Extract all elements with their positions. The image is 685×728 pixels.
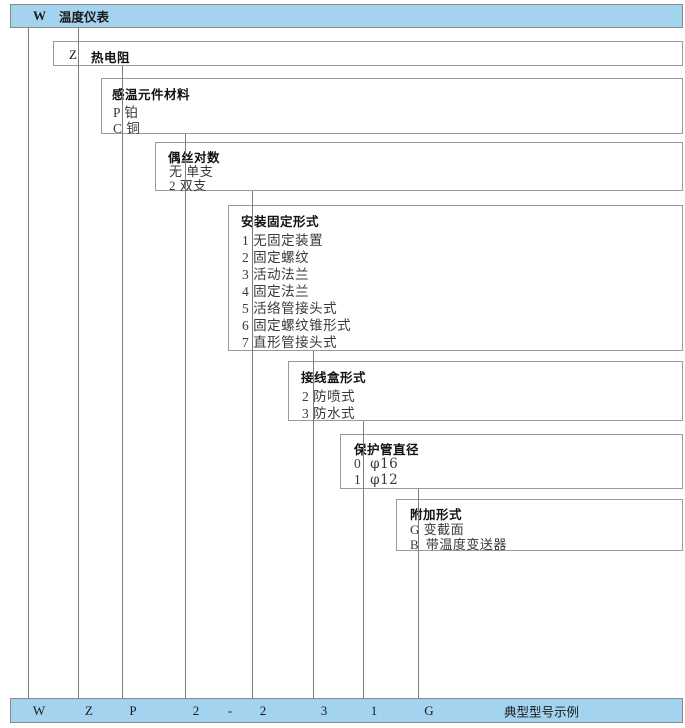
option-code: 3: [242, 267, 254, 282]
connector-line-wire-pair: [185, 134, 186, 698]
option-label: 铂: [124, 105, 139, 121]
option-label: 无固定装置: [253, 233, 324, 249]
model-slot-p: P: [129, 702, 137, 718]
option-label: φ12: [370, 472, 399, 488]
model-example-bar: W Z P 2 - 2 3 1 G 典型型号示例: [10, 698, 683, 723]
option-code: G: [410, 522, 424, 537]
connector-line-w: [28, 28, 29, 698]
option-label: 铜: [126, 121, 141, 137]
option-row: 1 φ12: [354, 472, 398, 488]
option-code: 1: [242, 233, 254, 248]
option-box-additional-type: 附加形式 G 变截面 B 带温度变送器: [396, 499, 683, 553]
option-label: 变截面: [423, 523, 465, 538]
level-title-wire-pair-count: 偶丝对数: [168, 150, 221, 165]
option-code: 6: [242, 318, 254, 333]
option-code: C: [113, 121, 127, 136]
model-slot-1: 1: [370, 702, 378, 718]
option-row: 0 φ16: [354, 456, 398, 472]
model-slot-3: 3: [320, 702, 328, 718]
option-code: P: [113, 105, 125, 120]
option-row: 2 双支: [169, 175, 207, 194]
option-label: 单支: [186, 165, 214, 180]
option-row: P 铂: [113, 101, 138, 121]
level-title-mounting-fixing-type: 安装固定形式: [241, 214, 320, 229]
option-code: 2: [169, 178, 180, 193]
option-code: 7: [242, 335, 254, 350]
option-code: 0: [354, 456, 366, 471]
connector-line-additional: [418, 489, 419, 698]
option-row: 无 单支: [169, 161, 213, 180]
level-code-thermal-resistance: Z: [69, 47, 78, 62]
option-row: 2 防喷式: [302, 385, 355, 405]
level-title-additional-type: 附加形式: [410, 507, 463, 522]
model-slot-g: G: [424, 702, 434, 718]
connector-line-tube-diameter: [363, 421, 364, 698]
connector-line-material: [122, 66, 123, 698]
option-box-junction-box-type: 接线盒形式 2 防喷式 3 防水式: [288, 361, 683, 422]
connector-line-junction-box: [313, 351, 314, 698]
option-label: 固定螺纹锥形式: [253, 318, 352, 334]
level-title-protection-tube-diameter: 保护管直径: [354, 442, 420, 457]
option-box-wire-pair-count: 偶丝对数 无 单支 2 双支: [155, 142, 683, 194]
model-slot-w: W: [32, 702, 46, 718]
option-code: B: [410, 537, 423, 552]
header-label: 温度仪表: [59, 9, 110, 25]
option-code: 1: [354, 472, 366, 487]
connector-line-z: [78, 28, 79, 698]
option-code: 无: [169, 164, 187, 179]
option-code: 2: [242, 250, 254, 265]
option-row: G 变截面: [410, 519, 464, 538]
option-row: 1 无固定装置: [242, 229, 323, 249]
option-row: 2 固定螺纹: [242, 246, 309, 266]
option-code: 4: [242, 284, 254, 299]
level-title-sensing-element-material: 感温元件材料: [112, 87, 191, 102]
option-box-mounting-fixing-type: 安装固定形式 1 无固定装置 2 固定螺纹 3 活动法兰 4 固定法兰 5 活络…: [228, 205, 683, 351]
option-row: 7 直形管接头式: [242, 331, 337, 351]
option-code: 3: [302, 406, 314, 421]
option-label: 直形管接头式: [253, 335, 338, 351]
option-label: 防水式: [313, 406, 356, 422]
level-title-junction-box-type: 接线盒形式: [301, 370, 367, 385]
option-row: 3 防水式: [302, 402, 355, 422]
option-row: C 铜: [113, 117, 140, 137]
option-label: φ16: [370, 456, 399, 472]
option-label: 防喷式: [313, 389, 356, 405]
option-label: 活络管接头式: [253, 301, 338, 317]
model-slot-2b: 2: [259, 702, 267, 718]
option-label: 固定螺纹: [253, 250, 310, 266]
model-slot-dash: -: [227, 702, 233, 718]
header-bar: W 温度仪表: [10, 4, 683, 28]
connector-line-mounting: [252, 191, 253, 698]
option-code: 2: [302, 389, 314, 404]
option-row: 6 固定螺纹锥形式: [242, 314, 351, 334]
level-title-thermal-resistance: 热电阻: [91, 50, 131, 65]
option-row: 5 活络管接头式: [242, 297, 337, 317]
model-slot-z: Z: [85, 702, 93, 718]
option-code: 5: [242, 301, 254, 316]
option-box-thermal-resistance: Z 热电阻: [53, 41, 683, 66]
model-slot-2a: 2: [192, 702, 200, 718]
option-box-protection-tube-diameter: 保护管直径 0 φ16 1 φ12: [340, 434, 683, 489]
option-row: 4 固定法兰: [242, 280, 309, 300]
model-example-note: 典型型号示例: [504, 704, 580, 719]
option-row: B 带温度变送器: [410, 534, 507, 553]
option-row: 3 活动法兰: [242, 263, 309, 283]
option-label: 带温度变送器: [425, 538, 507, 553]
option-label: 双支: [179, 179, 207, 194]
option-box-sensing-element-material: 感温元件材料 P 铂 C 铜: [101, 78, 683, 137]
option-label: 固定法兰: [253, 284, 310, 300]
option-label: 活动法兰: [253, 267, 310, 283]
header-code: W: [33, 8, 47, 23]
